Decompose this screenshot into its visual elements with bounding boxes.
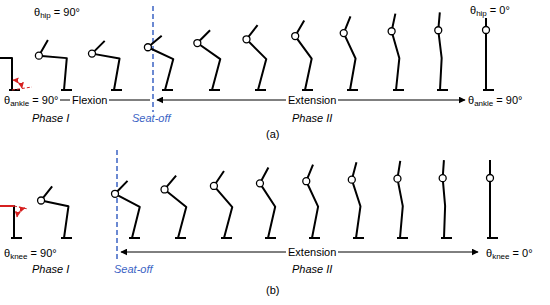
- stick-figure: [115, 181, 140, 238]
- stick-figure: [39, 40, 67, 90]
- angle-label: θknee = 0°: [484, 247, 535, 261]
- hip-joint: [256, 180, 263, 187]
- phase-label: Phase I: [30, 112, 71, 125]
- angle-guide: [14, 206, 28, 209]
- foot: [483, 89, 494, 91]
- hip-joint: [35, 52, 42, 59]
- foot: [353, 237, 364, 239]
- foot: [393, 89, 404, 91]
- hip-joint: [112, 190, 119, 197]
- angle-label: θknee = 90°: [2, 247, 59, 261]
- phase-label: Phase I: [30, 263, 71, 276]
- foot: [61, 89, 72, 91]
- hip-joint: [348, 176, 355, 183]
- angle-label: θhip = 0°: [468, 4, 512, 18]
- stick-figure: [41, 186, 68, 238]
- stick-figure: [0, 189, 14, 238]
- stick-figure: [443, 160, 445, 238]
- seat-off-label: Seat-off: [112, 263, 155, 276]
- hip-joint: [88, 50, 95, 57]
- ankle-angle-arc: [13, 80, 22, 88]
- hip-joint: [292, 33, 299, 40]
- foot: [437, 89, 448, 91]
- foot: [111, 89, 122, 91]
- phase-direction: Extension: [286, 94, 338, 107]
- stick-figure: [344, 16, 356, 90]
- foot: [441, 237, 452, 239]
- hip-joint: [243, 36, 250, 43]
- angle-label: θankle = 90°: [466, 94, 524, 108]
- hip-joint: [194, 40, 201, 47]
- angle-label: θhip = 90°: [32, 6, 82, 20]
- hip-joint: [435, 27, 442, 34]
- stick-figure: [0, 40, 12, 90]
- foot: [162, 89, 173, 91]
- phase-label: Phase II: [290, 112, 334, 125]
- hip-joint: [394, 175, 401, 182]
- foot: [397, 237, 408, 239]
- stick-figure: [306, 165, 318, 238]
- hip-joint: [483, 27, 490, 34]
- stick-figure: [148, 36, 173, 90]
- phase-direction: Extension: [286, 246, 338, 259]
- foot: [309, 237, 320, 239]
- stick-figure: [214, 171, 232, 238]
- panel-label: (a): [264, 128, 281, 141]
- foot: [302, 89, 313, 91]
- stick-figure: [165, 176, 187, 238]
- foot: [175, 237, 186, 239]
- seat-off-line: [116, 150, 118, 262]
- hip-joint: [144, 44, 151, 51]
- foot: [347, 89, 358, 91]
- stick-figure: [246, 25, 266, 90]
- hip-joint: [340, 30, 347, 37]
- stick-figure: [392, 14, 400, 90]
- hip-joint: [210, 182, 217, 189]
- stick-figure: [485, 12, 487, 90]
- hip-joint: [161, 186, 168, 193]
- foot: [11, 237, 22, 239]
- angle-label: θankle = 90°: [2, 94, 60, 108]
- knee-angle-arc: [17, 208, 25, 217]
- foot: [487, 237, 498, 239]
- seat-off-label: Seat-off: [130, 112, 173, 125]
- hip-joint: [439, 175, 446, 182]
- stick-figure: [489, 160, 491, 238]
- foot: [209, 89, 220, 91]
- stick-figure: [295, 20, 311, 90]
- stick-figure: [92, 41, 120, 90]
- seat-off-line: [152, 6, 154, 112]
- foot: [61, 237, 72, 239]
- hip-joint: [303, 178, 310, 185]
- foot: [221, 237, 232, 239]
- stick-figure: [197, 30, 220, 90]
- foot: [255, 89, 266, 91]
- phase-direction: Flexion: [70, 94, 109, 107]
- foot: [129, 237, 140, 239]
- hip-joint: [38, 197, 45, 204]
- hip-joint: [487, 175, 494, 182]
- stick-figure: [438, 12, 441, 90]
- hip-joint: [388, 28, 395, 35]
- stick-figure: [397, 161, 402, 238]
- panel-label: (b): [264, 284, 281, 297]
- thigh-guide: [0, 205, 14, 207]
- stick-figure: [260, 167, 275, 238]
- phase-label: Phase II: [290, 263, 334, 276]
- stick-figure: [352, 162, 361, 238]
- foot: [265, 237, 276, 239]
